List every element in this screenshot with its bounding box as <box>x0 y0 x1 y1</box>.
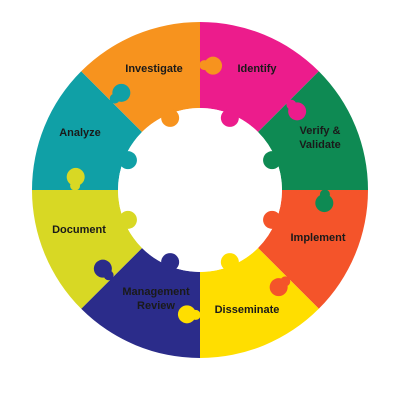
inner-knob-analyze <box>118 151 137 170</box>
puzzle-knob-document <box>66 167 85 186</box>
inner-knob-implement <box>263 210 282 229</box>
segment-disseminate <box>200 247 319 358</box>
label-line-verify-0: Verify & <box>300 125 341 137</box>
puzzle-knob-neck-analyze <box>109 93 120 104</box>
label-line-investigate-0: Investigate <box>125 63 182 75</box>
puzzle-knob-disseminate <box>177 305 196 324</box>
label-line-management-review-1: Review <box>137 300 175 312</box>
puzzle-knob-neck-verify <box>319 189 330 200</box>
label-line-analyze-0: Analyze <box>59 127 101 139</box>
puzzle-knob-neck-identify <box>286 99 297 110</box>
inner-knob-management-review <box>161 253 180 272</box>
label-line-document-0: Document <box>52 224 106 236</box>
label-implement: Implement <box>290 232 345 244</box>
inner-knob-identify <box>220 108 239 127</box>
inner-knob-verify <box>263 151 282 170</box>
puzzle-knob-neck-disseminate <box>190 309 201 320</box>
segment-management-review <box>81 247 200 358</box>
segment-verify <box>257 71 368 190</box>
label-verify: Verify & Validate <box>299 125 341 151</box>
label-line-identify-0: Identify <box>237 63 277 75</box>
puzzle-knob-neck-document <box>70 180 81 191</box>
segment-implement <box>257 190 368 309</box>
label-investigate: Investigate <box>125 63 182 75</box>
inner-knob-investigate <box>161 108 180 127</box>
puzzle-knob-neck-implement <box>280 276 291 287</box>
segment-identify <box>200 22 319 133</box>
segments-group <box>32 22 368 358</box>
label-disseminate: Disseminate <box>215 304 280 316</box>
label-line-implement-0: Implement <box>290 232 345 244</box>
label-line-disseminate-0: Disseminate <box>215 304 280 316</box>
puzzle-knob-neck-investigate <box>199 60 210 71</box>
inner-knob-document <box>118 210 137 229</box>
label-line-verify-1: Validate <box>299 139 341 151</box>
puzzle-knob-investigate <box>204 56 223 75</box>
puzzle-knobs-group <box>66 56 334 324</box>
puzzle-knob-neck-management-review <box>103 270 114 281</box>
label-document: Document <box>52 224 106 236</box>
inner-knob-disseminate <box>220 253 239 272</box>
label-identify: Identify <box>237 63 277 75</box>
center-hub <box>118 108 282 272</box>
segment-investigate <box>81 22 200 133</box>
segment-document <box>32 190 143 309</box>
label-line-management-review-0: Management <box>122 286 190 298</box>
segment-analyze <box>32 71 143 190</box>
inner-knobs-group <box>118 108 282 272</box>
label-analyze: Analyze <box>59 127 101 139</box>
puzzle-knob-verify <box>315 194 334 213</box>
